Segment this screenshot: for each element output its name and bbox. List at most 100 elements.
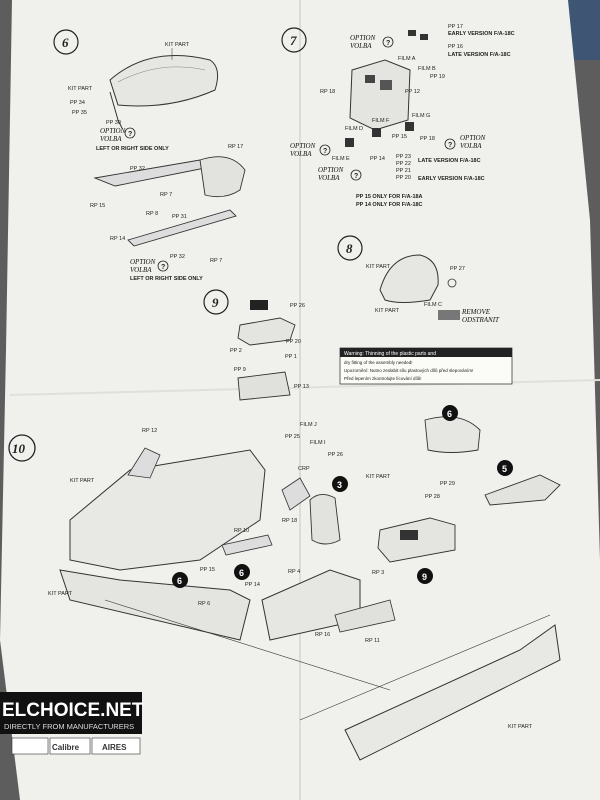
label-film-a: FILM A (398, 56, 416, 62)
label-pp23: PP 23 (396, 154, 411, 160)
option-question-icon-7 (382, 36, 394, 48)
label-pp15: PP 15 (392, 134, 407, 140)
label-pp2: PP 2 (230, 348, 242, 354)
remove-label: REMOVE (461, 308, 491, 316)
film-f-part (372, 128, 381, 137)
ref-6-badge (172, 572, 188, 588)
label-pp32: PP 32 (130, 166, 145, 172)
label-rp11: RP 11 (365, 638, 380, 644)
fuselage-left-part (69, 449, 266, 571)
ref-5: 5 (502, 464, 507, 474)
label-crp: CRP (298, 466, 310, 472)
label-pp1: PP 1 (285, 354, 297, 360)
ref-6b-badge (234, 564, 250, 580)
label-pp15-10: PP 15 (200, 567, 215, 573)
assembly-arrow-line (299, 614, 551, 721)
label-pp35: PP 35 (72, 110, 87, 116)
step-8-number: 8 (346, 241, 353, 256)
volba-label-2: VOLBA (130, 266, 152, 274)
logo-box-3 (91, 737, 141, 755)
ref-9-badge (417, 568, 433, 584)
late-version: LATE VERSION F/A-18C (448, 52, 511, 58)
question-glyph-7d: ? (354, 173, 358, 180)
film-a-part (408, 30, 416, 36)
console-part (237, 317, 296, 346)
label-pp32b: PP 32 (170, 254, 185, 260)
panel-detail (365, 75, 375, 83)
ref-3: 3 (337, 480, 342, 490)
early-version-2: EARLY VERSION F/A-18C (418, 176, 485, 182)
label-film-e: FILM E (332, 156, 350, 162)
nose-part (484, 474, 561, 506)
ref-6c-badge (442, 405, 458, 421)
ref-6b: 6 (239, 568, 244, 578)
volba-label-7b: VOLBA (290, 150, 312, 158)
step-10-number: 10 (12, 441, 26, 456)
label-rp15: RP 15 (90, 203, 105, 209)
label-pp30: PP 30 (106, 120, 121, 126)
label-kit-part-10d: KIT PART (508, 724, 533, 730)
label-pp28: PP 28 (425, 494, 440, 500)
side-note: LEFT OR RIGHT SIDE ONLY (96, 146, 169, 152)
late-version-2: LATE VERSION F/A-18C (418, 158, 481, 164)
label-pp18: PP 18 (420, 136, 435, 142)
logo-calibre: Calibre (52, 743, 80, 752)
option-question-icon-7b (319, 144, 331, 156)
rp18-part (281, 477, 311, 511)
early-version: EARLY VERSION F/A-18C (448, 31, 515, 37)
label-kit-part-10b: KIT PART (48, 591, 73, 597)
label-rp7: RP 7 (160, 192, 172, 198)
warning-line-3: Upozornění: Nutno zeslabit sílu plastový… (344, 367, 473, 373)
label-pp26-10: PP 26 (328, 452, 343, 458)
label-kit-part-10: KIT PART (70, 478, 95, 484)
option-question-icon-7c (444, 138, 456, 150)
label-kit-part-8b: KIT PART (375, 308, 400, 314)
step-10: 10 RP 12 KIT PART KIT PART PP 25 FILM J … (8, 405, 561, 761)
label-pp12: PP 12 (405, 89, 420, 95)
label-pp14-10: PP 14 (245, 582, 260, 588)
step-6-number: 6 (62, 35, 69, 50)
step-9: 9 PP 26 PP 20 PP 2 PP 1 PP 9 PP 13 (203, 289, 309, 401)
label-film-d: FILM D (345, 126, 363, 132)
label-pp25: PP 25 (285, 434, 300, 440)
label-rp18: RP 18 (320, 89, 335, 95)
label-pp27: PP 27 (450, 266, 465, 272)
label-pp26: PP 26 (290, 303, 305, 309)
ref-6: 6 (177, 576, 182, 586)
warning-line-2: dry fitting of the assembly needed! (344, 360, 413, 365)
odstranit-label: ODSTRANIT (462, 316, 500, 324)
label-pp16: PP 16 (448, 44, 463, 50)
brand-bar (0, 692, 142, 734)
pp27-part (447, 278, 457, 288)
logo-box-2 (49, 737, 91, 755)
brand-site: ELCHOICE.NET (2, 700, 144, 721)
warning-line-4: Před lepením zkontrolujte lícování dílů! (344, 375, 422, 381)
label-pp21: PP 21 (396, 168, 411, 174)
step-7-badge (281, 27, 307, 53)
step-8-badge (337, 235, 363, 261)
canopy-part-8 (379, 254, 439, 303)
question-glyph-7b: ? (323, 148, 327, 155)
brand-tagline: DIRECTLY FROM MANUFACTURERS (4, 722, 134, 731)
pp26-part (250, 300, 268, 310)
volba-label-7c: VOLBA (460, 142, 482, 150)
label-film-c: FILM C (424, 302, 442, 308)
label-film-j: FILM J (300, 422, 317, 428)
option-label-7c: OPTION (460, 134, 486, 142)
step-7: 7 OPTION VOLBA ? PP 17 EARLY VERSION F/A… (281, 24, 515, 208)
label-pp19: PP 19 (430, 74, 445, 80)
label-rp6: RP 6 (198, 601, 210, 607)
volba-label-7d: VOLBA (318, 174, 340, 182)
label-pp29: PP 29 (440, 481, 455, 487)
label-kit-part: KIT PART (165, 42, 190, 48)
volba-label-7: VOLBA (350, 42, 372, 50)
label-film-b: FILM B (418, 66, 436, 72)
option-question-icon (124, 127, 136, 139)
step-9-number: 9 (212, 295, 219, 310)
label-pp9: PP 9 (234, 367, 246, 373)
label-film-f: FILM F (372, 118, 390, 124)
label-rp14: RP 14 (110, 236, 125, 242)
rp10-part (221, 534, 273, 556)
label-kit-part-8: KIT PART (366, 264, 391, 270)
